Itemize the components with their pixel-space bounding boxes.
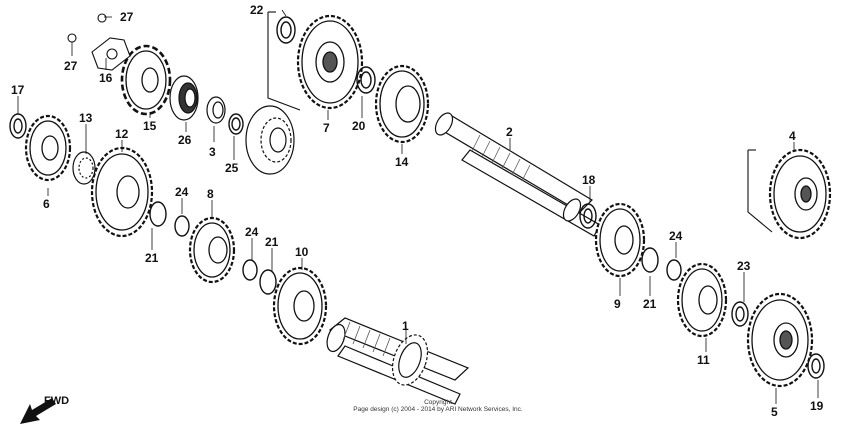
callout-12: 12 xyxy=(115,127,129,141)
callout-22: 22 xyxy=(250,3,264,17)
group-brackets xyxy=(267,11,773,233)
washers xyxy=(9,16,825,379)
copyright-line-2: Page design (c) 2004 - 2014 by ARI Netwo… xyxy=(353,406,523,413)
copyright-line-1: Copyright xyxy=(424,399,452,406)
callout-11: 11 xyxy=(697,353,710,367)
callout-24c: 24 xyxy=(669,229,683,243)
gear-12 xyxy=(90,146,154,238)
callout-6: 6 xyxy=(43,197,50,211)
copyright-notice: Copyright Page design (c) 2004 - 2014 by… xyxy=(318,399,558,413)
callout-21a: 21 xyxy=(145,251,159,265)
fwd-label: FWD xyxy=(44,395,69,407)
callout-2: 2 xyxy=(506,125,513,139)
gear-10 xyxy=(272,266,328,346)
callout-7: 7 xyxy=(323,121,330,135)
callout-25: 25 xyxy=(225,161,239,175)
plate-16 xyxy=(91,37,131,71)
callout-18: 18 xyxy=(582,173,596,187)
bearing-13 xyxy=(72,151,96,185)
callout-27b: 27 xyxy=(64,59,78,73)
callout-21c: 21 xyxy=(643,297,657,311)
gear-4 xyxy=(768,148,832,240)
gear-9 xyxy=(594,202,646,278)
callout-17: 17 xyxy=(11,83,25,97)
counter-shaft xyxy=(434,112,601,237)
callout-8: 8 xyxy=(207,187,214,201)
callout-26: 26 xyxy=(178,133,192,147)
callout-4: 4 xyxy=(789,129,796,143)
callout-20: 20 xyxy=(352,119,366,133)
gear-7 xyxy=(296,14,364,110)
callout-27a: 27 xyxy=(120,10,134,24)
gear-6 xyxy=(24,114,72,182)
callout-labels: 1 2 3 4 5 6 7 8 9 10 11 12 13 14 15 16 1… xyxy=(11,3,824,419)
callout-24b: 24 xyxy=(245,225,259,239)
callout-3: 3 xyxy=(209,145,216,159)
leader-lines xyxy=(17,9,819,404)
gear-11 xyxy=(676,262,728,338)
callout-9: 9 xyxy=(614,297,621,311)
collar-3 xyxy=(206,96,226,124)
callout-16: 16 xyxy=(99,71,113,85)
main-shaft xyxy=(326,317,470,405)
bearing-main xyxy=(245,105,295,175)
sprocket-15 xyxy=(120,44,172,116)
callout-24a: 24 xyxy=(175,185,189,199)
callout-23: 23 xyxy=(737,259,751,273)
bolt-27 xyxy=(67,13,107,43)
callout-15: 15 xyxy=(143,119,157,133)
bearing-26 xyxy=(169,75,199,121)
callout-1: 1 xyxy=(402,319,409,333)
gear-8 xyxy=(188,216,236,284)
callout-19: 19 xyxy=(810,399,824,413)
callout-10: 10 xyxy=(295,245,309,259)
gear-5 xyxy=(746,292,814,388)
callout-21b: 21 xyxy=(265,235,279,249)
callout-13: 13 xyxy=(79,111,93,125)
gear-14 xyxy=(374,64,430,144)
fwd-arrow-icon: FWD xyxy=(20,395,69,424)
callout-5: 5 xyxy=(771,405,778,419)
callout-14: 14 xyxy=(395,155,409,169)
